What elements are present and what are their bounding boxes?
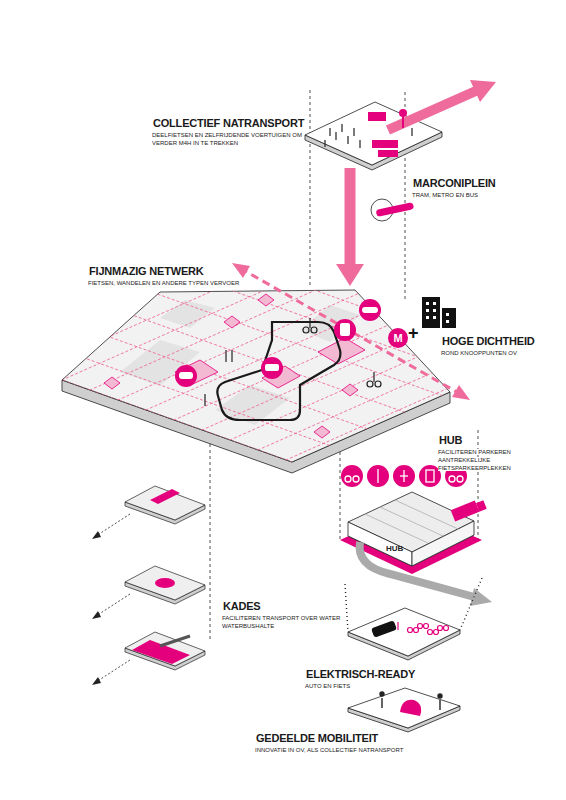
grid-line: [0, 183, 566, 504]
text-block: MARCONIPLEIN TRAM, METRO EN BUS: [412, 173, 552, 200]
flow-arrow: [345, 168, 356, 268]
illustration-panel: KADES FACILITEREN TRANSPORT OVER WATER WA…: [222, 596, 352, 631]
section-heading: ELEKTRISCH-READY: [305, 668, 416, 681]
illustration-panel: FIJNMAZIG NETWERKFIETSEN, WANDELEN EN AN…: [60, 286, 455, 468]
grid-line: [0, 240, 566, 590]
metro-symbol-letter: M: [393, 333, 402, 344]
text-block: FIJNMAZIG NETWERK FIETSEN, WANDELEN EN AN…: [88, 261, 298, 288]
quay-plates: [92, 486, 205, 685]
grid-line: [0, 150, 480, 500]
grid-line: [0, 243, 566, 564]
grid-line: [0, 140, 452, 490]
illustration-panel: HUBFACILITEREN PARKEREN AANTREKKELIJKE F…: [338, 462, 483, 584]
illustration-panel: COLLECTIEF NATRANSPORT DEELFIETSEN EN ZEL…: [152, 113, 310, 148]
grid-line: [0, 153, 566, 474]
building-lettering: HUB: [386, 545, 403, 553]
section-heading: GEDEELDE MOBILITEIT: [255, 732, 379, 745]
section-subtitle: INNOVATIE IN OV, ALS COLLECTIEF NATRANSP…: [255, 747, 455, 755]
outward-arrow: [388, 80, 496, 130]
funnel-line: [460, 578, 482, 630]
section-heading: HOGE DICHTHEID: [441, 335, 536, 348]
section-subtitle: AUTO EN FIETS: [305, 683, 455, 691]
grid-line: [0, 63, 566, 384]
section-subtitle: FACILITEREN TRANSPORT OVER WATER WATERBU…: [222, 615, 352, 631]
grid-line: [0, 210, 566, 560]
section-heading: KADES: [222, 600, 262, 613]
section-heading: MARCONIPLEIN: [412, 177, 497, 190]
grid-line: [0, 273, 566, 594]
grid-line: [0, 123, 566, 444]
tram-symbol: [371, 199, 414, 221]
grid-line: [0, 230, 566, 580]
section-subtitle: FIETSEN, WANDELEN EN ANDERE TYPEN VERVOE…: [88, 280, 298, 288]
grid-line: [0, 160, 508, 510]
text-block: COLLECTIEF NATRANSPORT DEELFIETSEN EN ZEL…: [152, 113, 310, 148]
grid-line: [0, 200, 566, 550]
illustration-panel: GEDEELDE MOBILITEITINNOVATIE IN OV, ALS …: [348, 688, 462, 724]
text-block: HUB FACILITEREN PARKEREN AANTREKKELIJKE F…: [438, 430, 562, 472]
grid-lines: [0, 63, 566, 610]
text-block: ELEKTRISCH-READY AUTO EN FIETS: [305, 664, 455, 691]
text-block: GEDEELDE MOBILITEIT INNOVATIE IN OV, ALS …: [255, 728, 455, 755]
illustration-panel: ELEKTRISCH-READYAUTO EN FIETS: [348, 608, 462, 656]
section-heading: COLLECTIEF NATRANSPORT: [152, 117, 305, 130]
section-subtitle: FACILITEREN PARKEREN AANTREKKELIJKE FIET…: [438, 449, 562, 472]
section-heading: HUB: [438, 434, 463, 447]
mobility-icons: [175, 299, 408, 406]
grid-line: [0, 180, 564, 530]
section-subtitle: ROND KNOOPPUNTEN OV: [441, 350, 561, 358]
grid-line: [0, 170, 536, 520]
plus-sign: +: [408, 324, 419, 342]
text-block: HOGE DICHTHEID ROND KNOOPPUNTEN OV: [441, 331, 561, 358]
grid-line: [0, 190, 566, 540]
illustration-panel: MARCONIPLEINTRAM, METRO EN BUS: [300, 98, 446, 168]
arrow-head: [336, 264, 364, 286]
grid-line: [0, 93, 566, 414]
section-subtitle: TRAM, METRO EN BUS: [412, 192, 552, 200]
building-icon: [422, 297, 456, 328]
shared-plate: [348, 688, 460, 732]
illustration-panel: HOGE DICHTHEID ROND KNOOPPUNTEN OV: [441, 331, 561, 358]
hub-building: [340, 465, 492, 606]
network-plate: [0, 63, 566, 610]
dotted-connector: [345, 584, 348, 632]
section-heading: FIJNMAZIG NETWERK: [88, 265, 205, 278]
grid-line: [0, 260, 566, 610]
grid-line: [0, 213, 566, 534]
section-subtitle: DEELFIETSEN EN ZELFRIJDENDE VOERTUIGEN O…: [152, 132, 310, 148]
grid-line: [0, 250, 566, 600]
charging-plate: [348, 608, 460, 660]
text-block: KADES FACILITEREN TRANSPORT OVER WATER WA…: [222, 596, 352, 631]
grid-line: [0, 220, 566, 570]
